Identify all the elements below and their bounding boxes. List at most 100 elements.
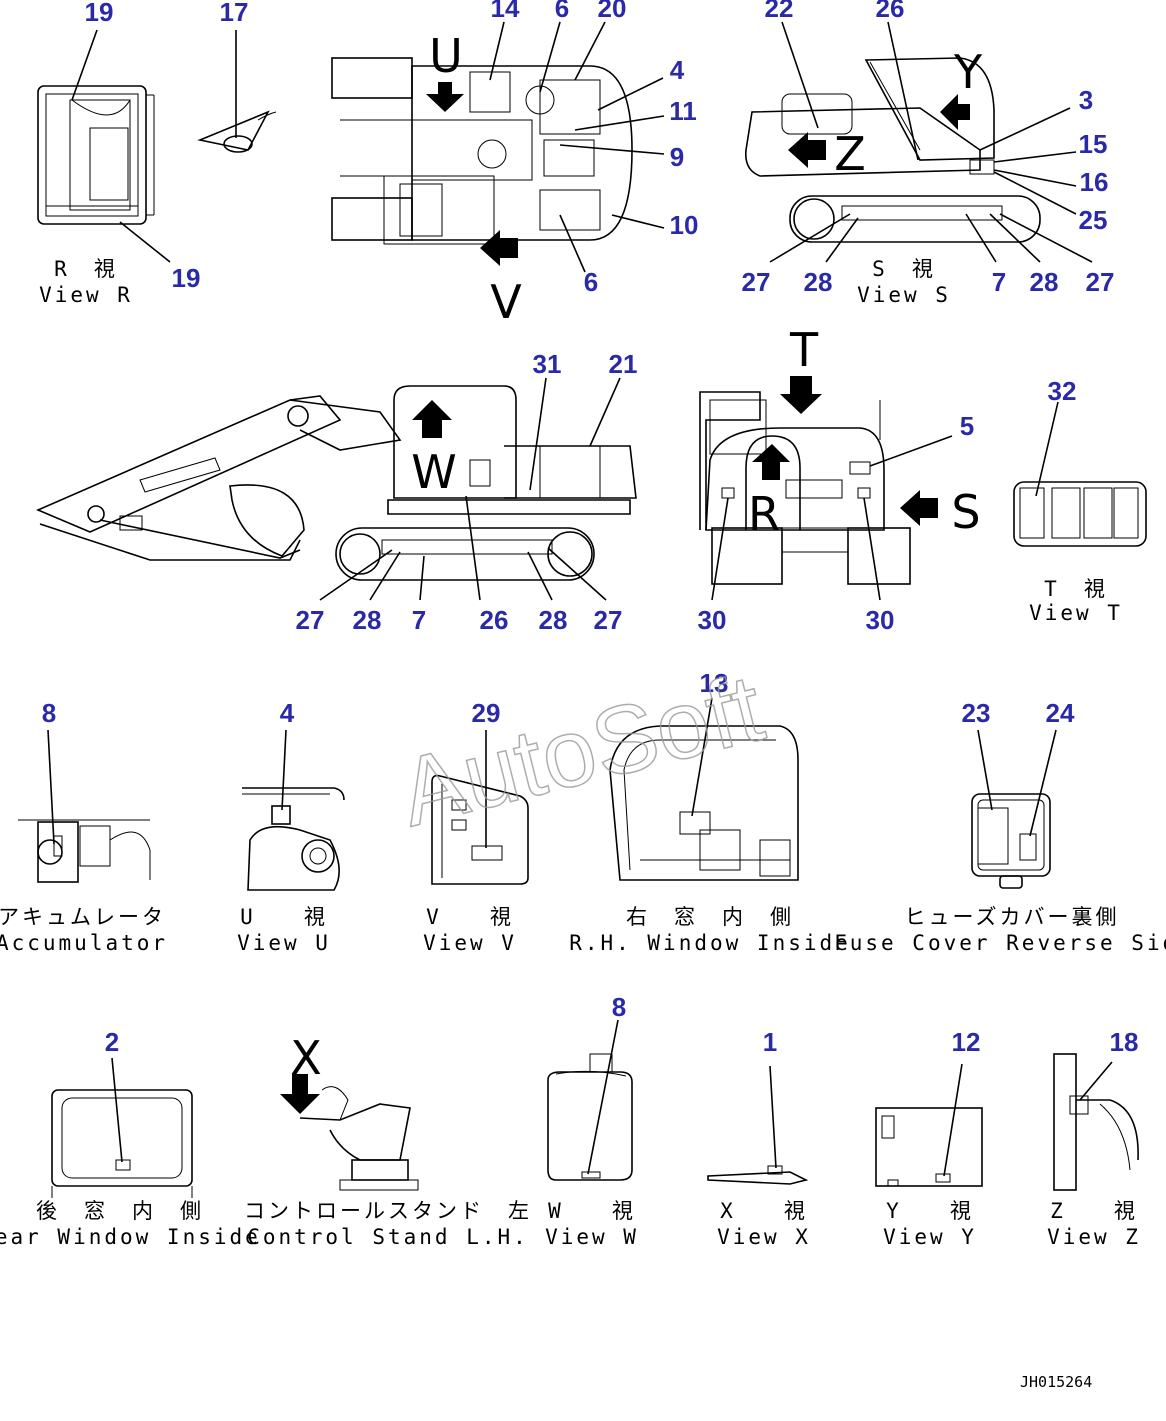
view-letter-u: U [429,29,463,83]
rh-window-drawing [609,697,799,881]
callout-5: 5 [960,411,974,441]
caption-view-w-jp: W 視 [548,1199,636,1223]
callout-6-bottom: 6 [584,267,598,297]
callout-7-s: 7 [992,267,1006,297]
callout-20: 20 [598,0,627,23]
callout-12: 12 [952,1027,981,1057]
caption-view-u-jp: U 視 [240,905,328,929]
callout-6-top: 6 [555,0,569,23]
view-y-drawing [875,1063,983,1187]
caption-rear-window-jp: 後 窓 内 側 [36,1199,204,1223]
caption-control-stand-jp: コントロールスタンド 左 [244,1199,532,1223]
callout-19-top: 19 [85,0,114,27]
drawing-code: JH015264 [1020,1373,1092,1391]
caption-rear-window-en: Rear Window Inside [0,1225,261,1249]
callout-7-side: 7 [412,605,426,635]
caption-view-s-en: View S [857,283,951,307]
view-letter-w: W [411,445,456,499]
caption-view-v-en: View V [423,931,517,955]
caption-view-z-jp: Z 視 [1050,1199,1138,1223]
caption-view-s-jp: S 視 [872,257,936,281]
fuse-cover-drawing [971,729,1057,889]
callout-28-s-left: 28 [804,267,833,297]
callout-14: 14 [491,0,520,23]
view-letter-v: V [490,275,522,329]
view-letter-z: Z [834,127,866,181]
callout-21: 21 [609,349,638,379]
callout-15: 15 [1079,129,1108,159]
callout-26-side: 26 [480,605,509,635]
view-x-drawing [707,1065,809,1185]
view-w-drawing [547,1019,633,1181]
callout-13: 13 [700,668,729,698]
caption-view-x-jp: X 視 [720,1199,808,1223]
view-letter-r: R [748,487,780,541]
view-v-drawing [431,730,529,885]
caption-view-t-en: View T [1029,601,1123,625]
callout-28-side-left: 28 [353,605,382,635]
view-s-drawing [744,21,1093,263]
callout-23: 23 [962,698,991,728]
callout-2: 2 [105,1027,119,1057]
view-letter-x: X [290,1031,322,1085]
caption-view-w-en: View W [545,1225,639,1249]
caption-accumulator-en: Accumulator [0,931,168,955]
callout-27-side-left: 27 [296,605,325,635]
callout-27-s-left: 27 [742,267,771,297]
callout-8-accumulator: 8 [42,698,56,728]
caption-rh-window-en: R.H. Window Inside [569,931,851,955]
callout-26-top: 26 [876,0,905,23]
caption-view-x-en: View X [717,1225,811,1249]
callout-27-side-right: 27 [594,605,623,635]
callout-16: 16 [1080,167,1109,197]
callout-10: 10 [670,210,699,240]
caption-view-z-en: View Z [1047,1225,1141,1249]
view-z-drawing [1053,1053,1139,1191]
caption-view-u-en: View U [237,931,331,955]
control-stand-drawing [280,1074,419,1191]
callout-27-s-right: 27 [1086,267,1115,297]
excavator-side-drawing [35,377,637,601]
callout-24: 24 [1046,698,1075,728]
caption-view-r-en: View R [39,283,133,307]
view-letter-t: T [789,323,819,377]
caption-rh-window-jp: 右 窓 内 側 [626,905,794,929]
callout-4-top: 4 [670,55,685,85]
callout-32: 32 [1048,376,1077,406]
caption-view-y-en: View Y [883,1225,977,1249]
callout-1: 1 [763,1027,777,1057]
callout-29: 29 [472,698,501,728]
callout-3: 3 [1079,85,1093,115]
caption-view-t-jp: T 視 [1044,577,1108,601]
caption-fuse-cover-jp: ヒューズカバー裏側 [905,905,1120,929]
callout-19-bottom: 19 [172,263,201,293]
callout-4-view-u: 4 [280,698,295,728]
callout-22: 22 [765,0,794,23]
view-t-drawing [1013,401,1147,547]
callout-11: 11 [669,96,697,126]
caption-view-y-jp: Y 視 [886,1199,974,1223]
view-u-drawing [242,729,345,891]
callout-28-side-right: 28 [539,605,568,635]
top-view-drawing [331,21,665,273]
accumulator-drawing [18,729,151,883]
caption-fuse-cover-en: Fuse Cover Reverse Side [834,931,1166,955]
watermark: AutoSoft [390,654,773,847]
callout-8-view-w: 8 [612,992,626,1022]
callout-18: 18 [1110,1027,1139,1057]
item-17-drawing [197,30,277,153]
callout-30-left: 30 [698,605,727,635]
callout-30-right: 30 [866,605,895,635]
callout-17: 17 [220,0,249,27]
callout-28-s-right: 28 [1030,267,1059,297]
view-letter-s: S [951,485,980,539]
rear-view-drawing [699,376,953,601]
caption-view-v-jp: V 視 [426,905,514,929]
view-r-drawing [37,29,171,263]
rear-window-drawing [51,1057,193,1198]
callout-9: 9 [670,142,684,172]
callout-25: 25 [1079,205,1108,235]
callout-31: 31 [533,349,562,379]
